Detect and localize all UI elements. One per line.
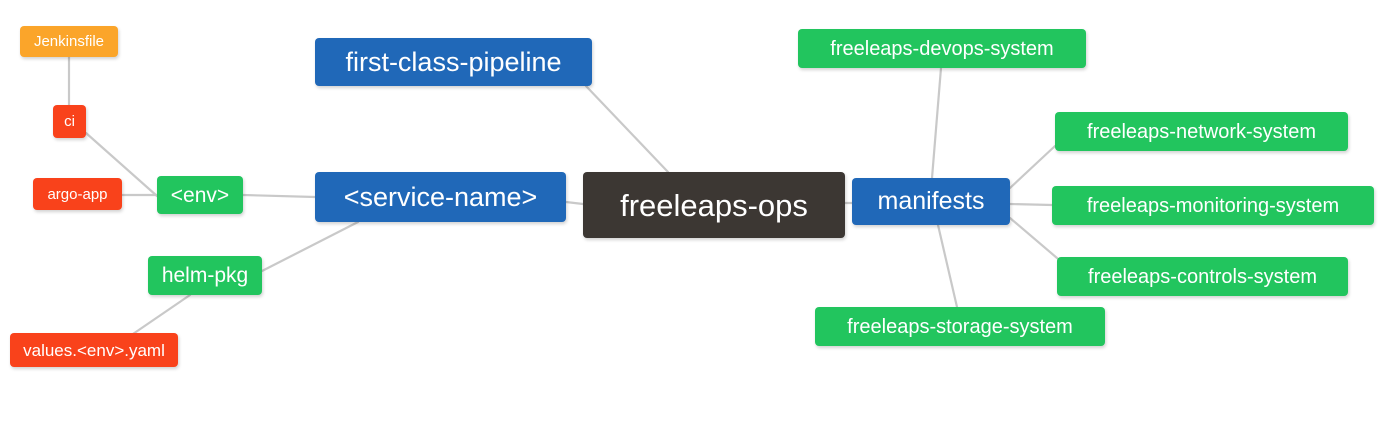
edge-manifests-to-freeleaps-devops-system bbox=[930, 66, 943, 180]
node-env[interactable]: <env> bbox=[157, 176, 243, 214]
node-service-name[interactable]: <service-name> bbox=[315, 172, 566, 222]
node-freeleaps-storage-system[interactable]: freeleaps-storage-system bbox=[815, 307, 1105, 346]
edge-manifests-to-freeleaps-network-system bbox=[1008, 144, 1057, 190]
node-freeleaps-controls-system[interactable]: freeleaps-controls-system bbox=[1057, 257, 1348, 296]
node-argo-app[interactable]: argo-app bbox=[33, 178, 122, 210]
edge-env-to-service-name bbox=[241, 193, 317, 199]
edge-manifests-to-freeleaps-storage-system bbox=[936, 223, 959, 309]
edge-service-name-to-helm-pkg bbox=[260, 220, 360, 273]
edge-service-name-to-freeleaps-ops bbox=[564, 200, 585, 206]
node-freeleaps-monitoring-system[interactable]: freeleaps-monitoring-system bbox=[1052, 186, 1374, 225]
edge-first-class-pipeline-to-freeleaps-ops bbox=[584, 84, 670, 174]
edge-manifests-to-freeleaps-controls-system bbox=[1008, 216, 1059, 260]
edge-ci-to-env bbox=[84, 131, 159, 198]
node-freeleaps-ops[interactable]: freeleaps-ops bbox=[583, 172, 845, 238]
node-ci[interactable]: ci bbox=[53, 105, 86, 138]
node-values-env-yaml[interactable]: values.<env>.yaml bbox=[10, 333, 178, 367]
edge-helm-pkg-to-values-env-yaml bbox=[128, 293, 192, 338]
node-helm-pkg[interactable]: helm-pkg bbox=[148, 256, 262, 295]
node-first-class-pipeline[interactable]: first-class-pipeline bbox=[315, 38, 592, 86]
node-jenkinsfile[interactable]: Jenkinsfile bbox=[20, 26, 118, 57]
node-freeleaps-network-system[interactable]: freeleaps-network-system bbox=[1055, 112, 1348, 151]
node-freeleaps-devops-system[interactable]: freeleaps-devops-system bbox=[798, 29, 1086, 68]
edge-manifests-to-freeleaps-monitoring-system bbox=[1008, 202, 1054, 207]
node-manifests[interactable]: manifests bbox=[852, 178, 1010, 225]
